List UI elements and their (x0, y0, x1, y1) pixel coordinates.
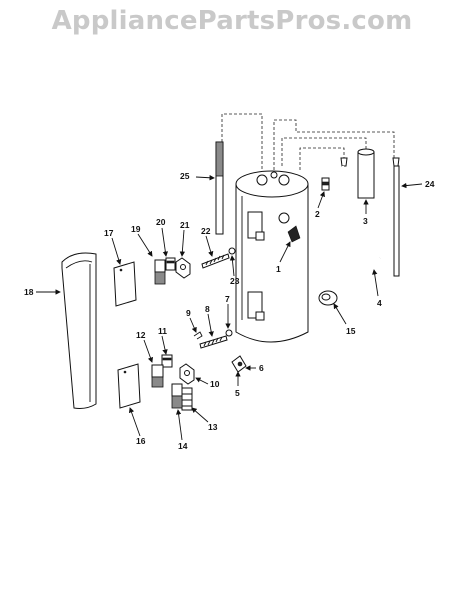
connection-lines (221, 113, 395, 170)
callout-16: 16 (136, 436, 146, 446)
part-20-thermostat (165, 257, 176, 271)
callout-14: 14 (178, 441, 188, 451)
part-7-gasket (225, 329, 233, 337)
part-4-dip-tube (340, 157, 381, 268)
callout-24: 24 (425, 179, 435, 189)
callout-4: 4 (377, 298, 382, 308)
part-14-thermostat (171, 383, 183, 409)
callout-12: 12 (136, 330, 146, 340)
part-9-wire (193, 331, 203, 340)
site-watermark: AppliancePartsPros.com (51, 6, 413, 36)
callout-18: 18 (24, 287, 34, 297)
part-19-thermostat (154, 259, 166, 285)
part-5-6-drain-valve (231, 355, 247, 373)
callout-1: 1 (276, 264, 281, 274)
callout-22: 22 (201, 226, 211, 236)
part-22-heating-element (201, 253, 230, 269)
callout-8: 8 (205, 304, 210, 314)
callout-19: 19 (131, 224, 141, 234)
callout-25: 25 (180, 171, 190, 181)
callout-7: 7 (225, 294, 230, 304)
part-24-anode-rod (392, 157, 400, 277)
part-2-nipple-fitting (321, 177, 330, 191)
callout-3: 3 (363, 216, 368, 226)
callout-21: 21 (180, 220, 190, 230)
leader-lines (36, 175, 423, 441)
callout-10: 10 (210, 379, 220, 389)
callout-17: 17 (104, 228, 114, 238)
water-heater-tank (235, 170, 309, 343)
callout-11: 11 (158, 326, 167, 336)
part-23-gasket (228, 247, 236, 255)
callout-9: 9 (186, 308, 191, 318)
part-1-valve (287, 225, 301, 243)
part-17-access-cover (113, 261, 137, 307)
callout-20: 20 (156, 217, 166, 227)
part-21-bracket (175, 257, 191, 279)
callout-13: 13 (208, 422, 218, 432)
part-13-thermostat (181, 387, 193, 411)
part-12-thermostat (151, 364, 164, 388)
callout-15: 15 (346, 326, 356, 336)
part-10-bracket (179, 363, 195, 385)
callout-labels: 1 2 3 4 5 6 7 8 9 10 11 12 13 14 15 16 1… (24, 171, 435, 451)
part-18-jacket-panel (61, 252, 97, 409)
part-11-limit-switch (161, 354, 173, 368)
part-15-fitting (318, 290, 338, 306)
callout-5: 5 (235, 388, 240, 398)
callout-2: 2 (315, 209, 320, 219)
part-25-anode-rod (215, 141, 224, 235)
part-8-heating-element (199, 335, 228, 349)
callout-23: 23 (230, 276, 240, 286)
callout-6: 6 (259, 363, 264, 373)
part-3-insulation-sleeve (357, 148, 375, 199)
part-16-access-cover (117, 363, 141, 409)
